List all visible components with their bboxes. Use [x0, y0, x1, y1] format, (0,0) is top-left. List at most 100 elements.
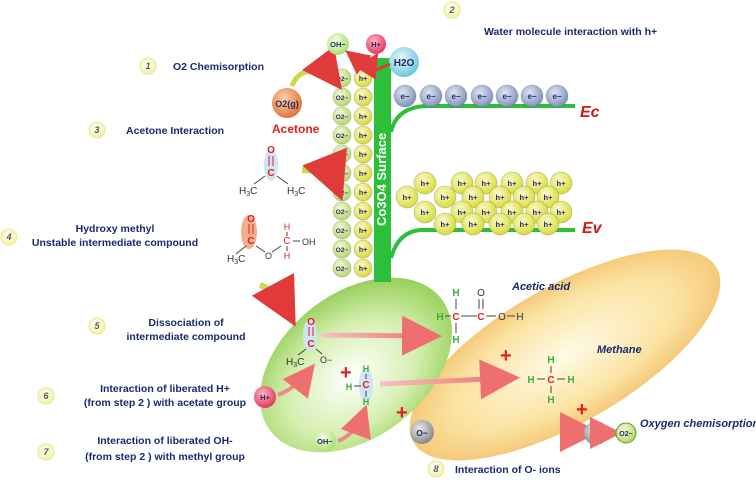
oh-ball: OH− — [314, 430, 336, 452]
svg-text:C: C — [362, 380, 369, 391]
svg-text:h+: h+ — [359, 266, 367, 273]
adsorbed-oxygen: O2− — [332, 163, 352, 183]
adsorbed-oxygen: O2− — [332, 201, 352, 221]
svg-text:h+: h+ — [557, 179, 567, 188]
h-plus-arrow — [277, 363, 315, 399]
svg-text:O: O — [247, 214, 255, 225]
svg-text:h+: h+ — [359, 76, 367, 83]
svg-text:O: O — [267, 145, 275, 156]
o-minus-ball-right: O− — [584, 421, 608, 445]
svg-text:O−: O− — [590, 429, 602, 439]
hole: h+ — [395, 185, 419, 209]
o2-gas-ball: O2(g) — [272, 88, 302, 118]
hole: h+ — [461, 212, 485, 236]
hole: h+ — [353, 68, 373, 88]
svg-text:C: C — [452, 312, 459, 323]
svg-text:h+: h+ — [359, 209, 367, 216]
o-minus-ball-left: O− — [410, 420, 434, 444]
svg-text:C: C — [247, 236, 254, 247]
hole: h+ — [512, 185, 536, 209]
svg-text:O2−: O2− — [336, 247, 349, 254]
hole-column: h+h+h+h+h+h+h+h+h+h+h+ — [353, 68, 373, 278]
svg-text:O: O — [307, 317, 315, 328]
acetic-acid-title: Acetic acid — [511, 281, 570, 293]
step-4-label-1: Hydroxy methyl — [76, 223, 155, 235]
ec-label: Ec — [580, 104, 600, 121]
svg-text:e−: e− — [426, 92, 435, 101]
svg-text:3: 3 — [94, 125, 99, 135]
svg-text:OH−: OH− — [317, 437, 333, 446]
step-7: 7 Interaction of liberated OH- (from ste… — [37, 435, 245, 463]
step-6-label-1: Interaction of liberated H+ — [100, 383, 230, 395]
electron: e− — [545, 84, 569, 108]
svg-text:h+: h+ — [359, 228, 367, 235]
acetone-molecule: Acetone O C H3C H3C — [239, 122, 320, 198]
svg-text:H: H — [547, 355, 554, 366]
hole: h+ — [353, 258, 373, 278]
svg-text:O2−: O2− — [336, 114, 349, 121]
svg-text:O2−: O2− — [336, 266, 349, 273]
step-4-label-2: Unstable intermediate compound — [32, 237, 198, 249]
hole: h+ — [512, 212, 536, 236]
svg-text:O2−: O2− — [336, 190, 349, 197]
svg-text:O2−: O2− — [336, 209, 349, 216]
step-5-label-1: Dissociation of — [148, 317, 224, 329]
step-7-label-1: Interaction of liberated OH- — [97, 435, 233, 447]
water-split-arrow-3 — [375, 62, 391, 72]
svg-text:6: 6 — [43, 391, 49, 401]
svg-text:O: O — [477, 288, 485, 299]
svg-text:H: H — [346, 382, 353, 392]
svg-text:O: O — [498, 312, 506, 323]
hole: h+ — [353, 125, 373, 145]
svg-text:h+: h+ — [544, 193, 554, 202]
surface-label: Co3O4 Surface — [374, 133, 389, 226]
hole: h+ — [353, 182, 373, 202]
svg-text:O2−: O2− — [336, 76, 349, 83]
adsorbed-oxygen: O2− — [332, 87, 352, 107]
svg-text:O: O — [265, 251, 272, 261]
acetone-to-surface-arrow — [301, 147, 347, 202]
adsorbed-oxygen: O2− — [332, 125, 352, 145]
ev-label: Ev — [582, 220, 603, 237]
valence-band — [389, 228, 575, 259]
hole: h+ — [353, 239, 373, 259]
adsorbed-oxygen: O2− — [332, 220, 352, 240]
hole: h+ — [488, 212, 512, 236]
acetate-to-acid-arrow — [321, 315, 442, 356]
svg-text:h+: h+ — [359, 114, 367, 121]
electron: e− — [444, 84, 468, 108]
svg-text:H3C: H3C — [287, 186, 305, 198]
svg-text:5: 5 — [94, 321, 100, 331]
h-plus-ball: H+ — [254, 386, 276, 408]
svg-text:H: H — [516, 312, 523, 323]
methyl-to-methane-arrow — [379, 359, 520, 400]
svg-text:h+: h+ — [458, 208, 468, 217]
hole: h+ — [413, 200, 437, 224]
hole: h+ — [353, 220, 373, 240]
svg-text:H3C: H3C — [227, 254, 245, 266]
svg-text:H: H — [527, 375, 534, 386]
hole: h+ — [433, 185, 457, 209]
step-8: 8 Interaction of O- ions — [427, 460, 561, 478]
svg-text:O−: O− — [320, 355, 332, 365]
water-split-arrow-1 — [345, 50, 372, 75]
svg-text:h+: h+ — [359, 133, 367, 140]
electron: e− — [495, 84, 519, 108]
svg-text:2: 2 — [448, 5, 454, 15]
hole: h+ — [549, 171, 573, 195]
acetic-acid-molecule: H H C H C O O H — [436, 288, 523, 346]
hole: h+ — [353, 201, 373, 221]
svg-text:h+: h+ — [469, 220, 479, 229]
svg-text:e−: e− — [477, 92, 486, 101]
svg-text:h+: h+ — [421, 179, 431, 188]
svg-text:h+: h+ — [359, 171, 367, 178]
svg-text:H+: H+ — [371, 40, 381, 49]
svg-text:e−: e− — [400, 92, 409, 101]
electron: e− — [393, 84, 417, 108]
svg-text:C: C — [477, 312, 484, 323]
methane-molecule: H H C H H — [527, 355, 574, 406]
adsorbed-oxygen: O2− — [332, 239, 352, 259]
intermediate-molecule: O C H3C O C H H OH — [227, 214, 316, 266]
svg-text:H: H — [284, 251, 291, 261]
